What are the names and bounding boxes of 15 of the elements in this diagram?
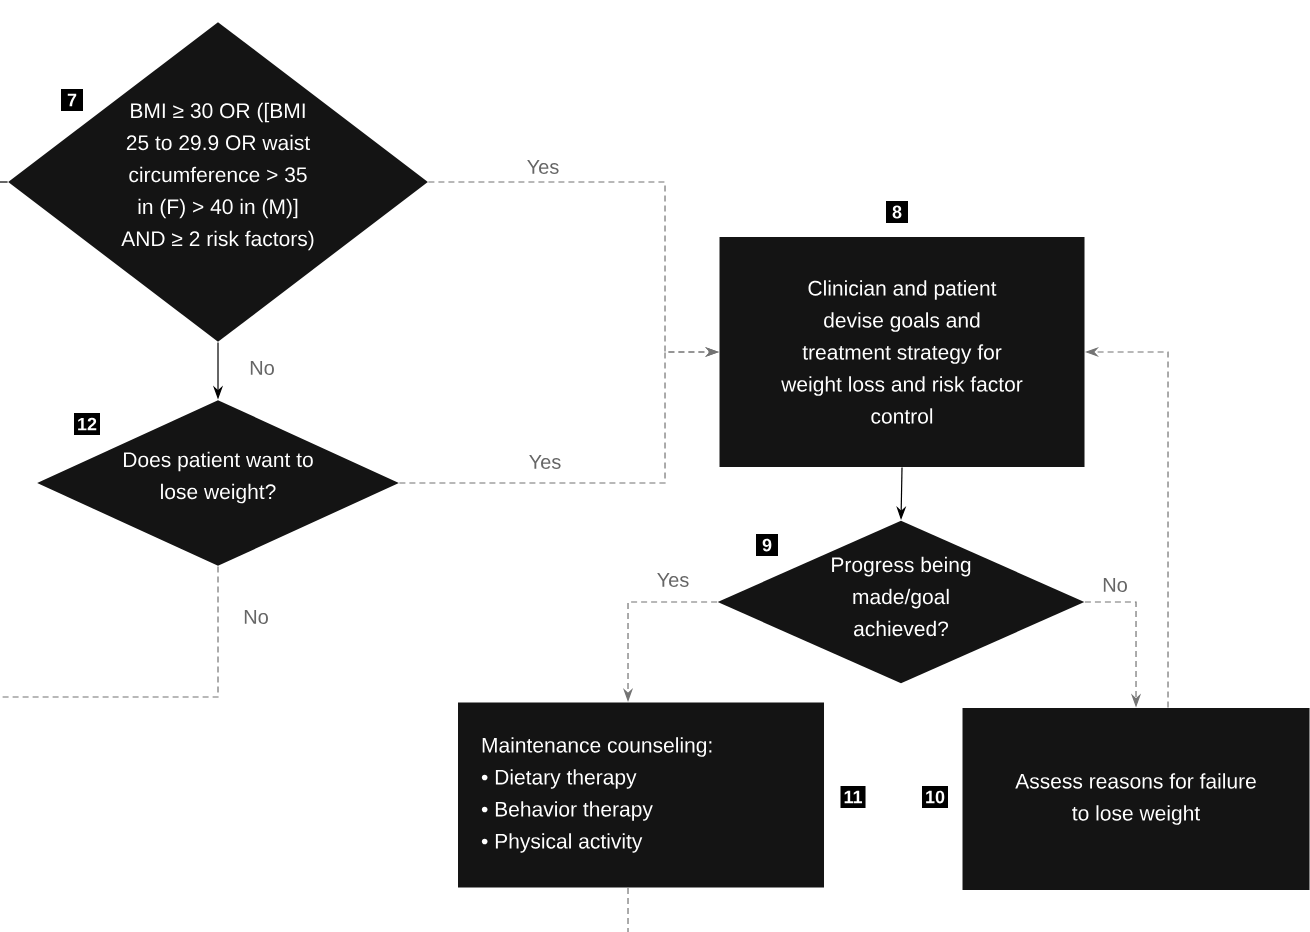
number-badge: 10 xyxy=(922,786,949,808)
edge-label: No xyxy=(1100,576,1130,594)
edge-label: Yes xyxy=(654,571,692,589)
edge-label: Yes xyxy=(524,158,562,176)
number-badge: 12 xyxy=(74,413,100,435)
edge-label: Yes xyxy=(526,453,564,471)
process-box: Maintenance counseling: • Dietary therapy • Behavior therapy • Physical activity xyxy=(458,702,824,888)
process-box: Clinician and patient devise goals and treatment strategy for weight loss and risk factor control xyxy=(719,237,1085,467)
number-badge: 8 xyxy=(886,201,908,223)
number-badge: 9 xyxy=(756,534,778,556)
number-badge: 11 xyxy=(840,786,866,808)
edge-label: No xyxy=(247,359,277,377)
number-badge: 7 xyxy=(61,89,83,111)
edge-label: No xyxy=(241,608,271,626)
process-box: Assess reasons for failure to lose weight xyxy=(962,708,1310,890)
